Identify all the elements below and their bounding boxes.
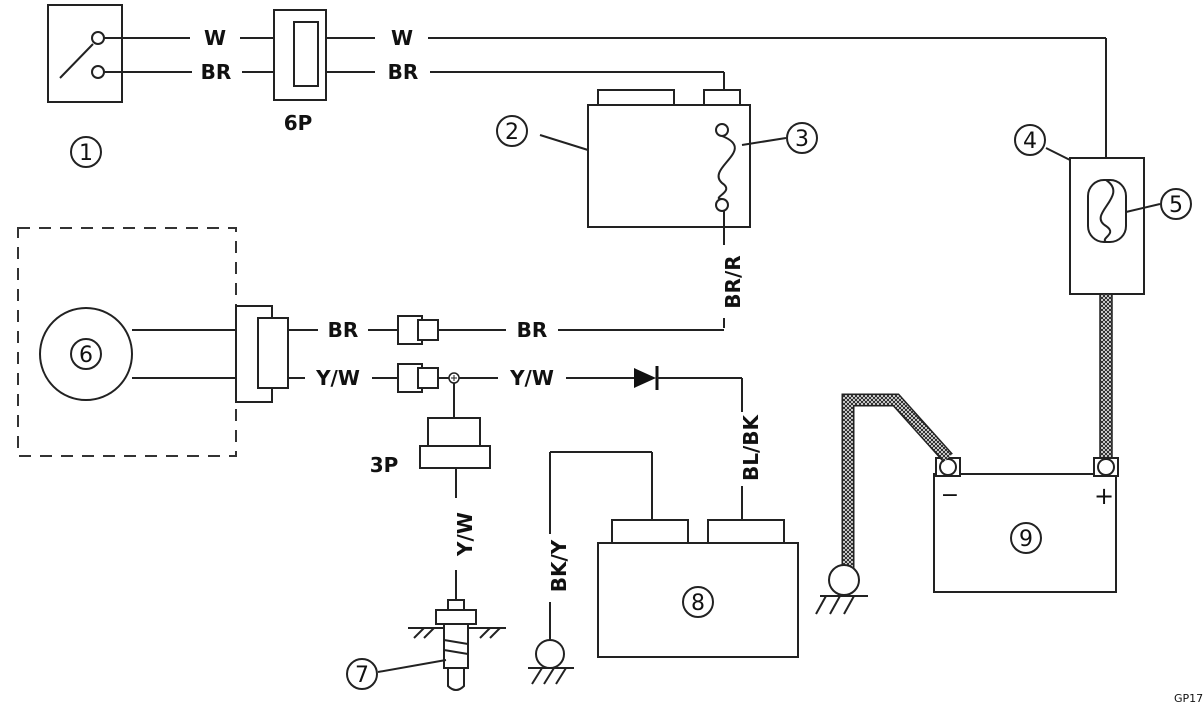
unit-8: 8 bbox=[597, 519, 799, 658]
wire-label-br-right: BR bbox=[388, 60, 419, 84]
connector-6p bbox=[273, 9, 327, 101]
wire-label-yw-left: Y/W bbox=[315, 366, 360, 390]
svg-text:2: 2 bbox=[505, 120, 519, 145]
wire-label-w-right: W bbox=[391, 26, 413, 50]
connector-3p bbox=[419, 417, 491, 469]
wire-label-br-left: BR bbox=[201, 60, 232, 84]
svg-text:6: 6 bbox=[79, 343, 93, 368]
svg-text:8: 8 bbox=[691, 591, 705, 616]
callout-3: 3 bbox=[786, 122, 818, 154]
callout-2: 2 bbox=[496, 115, 528, 147]
sender-enclosure bbox=[17, 227, 237, 457]
svg-text:7: 7 bbox=[355, 663, 369, 688]
positive-cable bbox=[1099, 293, 1113, 463]
wire-label-bl-bk: BL/BK bbox=[739, 413, 763, 481]
connector-3p-label: 3P bbox=[370, 453, 399, 477]
wire-label-br-mid-right: BR bbox=[517, 318, 548, 342]
wire-label-bk-y: BK/Y bbox=[547, 539, 571, 592]
callout-4: 4 bbox=[1014, 124, 1046, 156]
wire-label-br-mid-left: BR bbox=[328, 318, 359, 342]
fuse-3 bbox=[715, 123, 736, 212]
wire-label-yw-down: Y/W bbox=[453, 512, 477, 557]
svg-text:3: 3 bbox=[795, 127, 809, 152]
fuse-holder-4 bbox=[1069, 157, 1145, 295]
switch-1 bbox=[47, 4, 123, 103]
figure-code: GP17 bbox=[1174, 692, 1203, 705]
callout-7: 7 bbox=[346, 658, 378, 690]
negative-cable bbox=[843, 395, 952, 568]
ground-left bbox=[528, 639, 574, 685]
callout-5: 5 bbox=[1160, 188, 1192, 220]
svg-text:9: 9 bbox=[1019, 527, 1033, 552]
diode bbox=[634, 366, 659, 390]
br-inline-connector bbox=[397, 315, 439, 345]
sender-connector bbox=[235, 305, 289, 403]
wire-label-br-r: BR/R bbox=[721, 255, 745, 308]
battery-minus: − bbox=[941, 483, 959, 508]
sender-6: 6 bbox=[39, 307, 133, 401]
wire-label-yw-right: Y/W bbox=[509, 366, 554, 390]
connector-6p-label: 6P bbox=[284, 111, 313, 135]
yw-inline-connector bbox=[397, 363, 439, 393]
callout-1: 1 bbox=[70, 136, 102, 168]
pressure-switch-7 bbox=[408, 599, 506, 691]
battery-plus: + bbox=[1094, 482, 1114, 510]
svg-text:4: 4 bbox=[1023, 129, 1037, 154]
ground-right bbox=[815, 564, 868, 615]
svg-text:1: 1 bbox=[79, 141, 93, 166]
battery-9: 9 bbox=[933, 457, 1119, 593]
wire-label-w-left: W bbox=[204, 26, 226, 50]
svg-text:5: 5 bbox=[1169, 193, 1183, 218]
